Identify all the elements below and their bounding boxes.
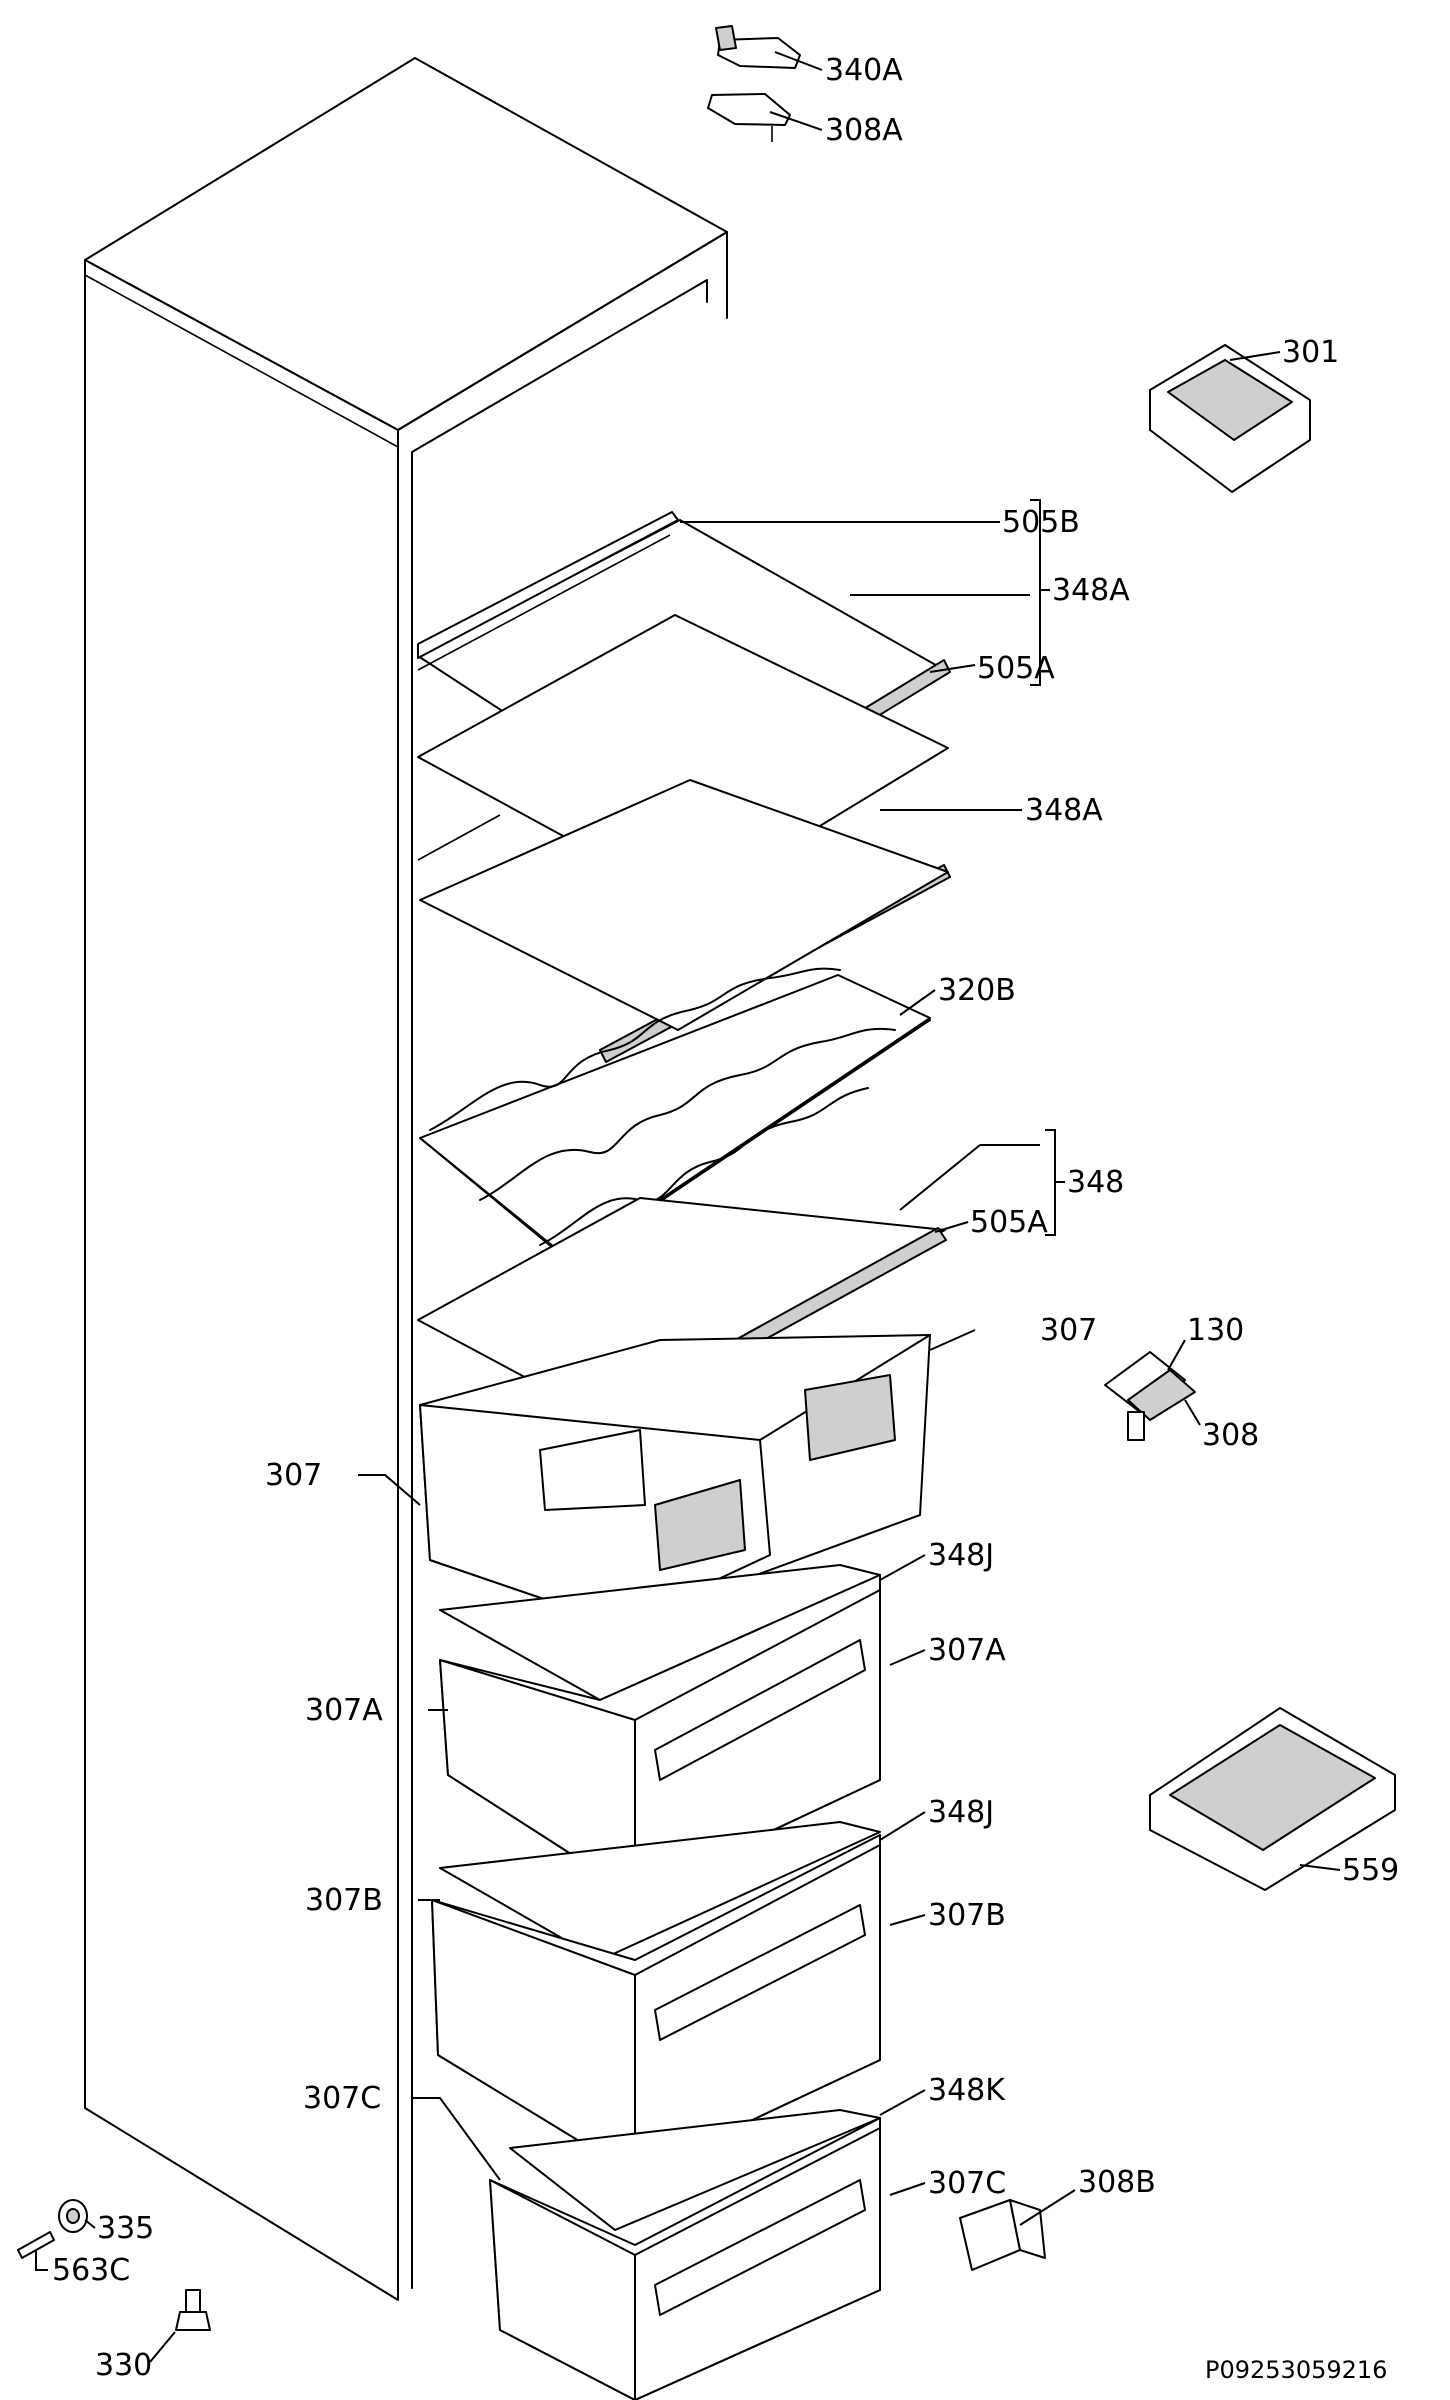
label-348k: 348K (928, 2073, 1006, 2108)
label-320b: 320B (938, 973, 1016, 1008)
label-348a-second: 348A (1025, 793, 1103, 828)
label-307a-right: 307A (928, 1633, 1006, 1668)
tray-559 (1149, 1707, 1396, 1891)
leader-lines (35, 51, 1341, 2363)
label-348j-top: 348J (928, 1538, 994, 1573)
label-307-left: 307 (265, 1458, 322, 1493)
wine-rack-320b (419, 967, 931, 1263)
label-505a-mid: 505A (970, 1205, 1048, 1240)
label-563c: 563C (52, 2253, 130, 2288)
label-340a: 340A (825, 53, 903, 88)
label-308a: 308A (825, 113, 903, 148)
label-505b: 505B (1002, 505, 1080, 540)
label-307-right: 307 (1040, 1313, 1097, 1348)
label-330: 330 (95, 2348, 152, 2383)
label-559: 559 (1342, 1853, 1399, 1888)
shelf-348j-bottom (439, 1821, 881, 1961)
drawer-307a (439, 1574, 881, 1896)
label-301: 301 (1282, 335, 1339, 370)
cabinet (84, 57, 728, 2301)
hinge-130-308 (1104, 1351, 1196, 1441)
label-505a-top: 505A (977, 651, 1055, 686)
label-307c-right: 307C (928, 2166, 1006, 2201)
label-307a-left: 307A (305, 1693, 383, 1728)
label-307c-left: 307C (303, 2081, 381, 2116)
label-348a-top: 348A (1052, 573, 1130, 608)
pin-563c (17, 2231, 55, 2259)
hinge-308b (959, 2199, 1046, 2271)
adjustable-foot-330 (175, 2289, 211, 2331)
label-348j-bottom: 348J (928, 1795, 994, 1830)
hinge-308a (707, 93, 791, 142)
label-348: 348 (1067, 1165, 1124, 1200)
label-308b: 308B (1078, 2165, 1156, 2200)
label-335: 335 (97, 2211, 154, 2246)
drawer-307b (431, 1834, 881, 2176)
drawer-307c (489, 2117, 881, 2400)
label-308: 308 (1202, 1418, 1259, 1453)
label-307b-right: 307B (928, 1898, 1006, 1933)
part-labels: 340A 308A 301 505B 348A 505A 348A 320B 3… (52, 53, 1399, 2384)
label-307b-left: 307B (305, 1883, 383, 1918)
label-130: 130 (1187, 1313, 1244, 1348)
hinge-cap-340a (715, 25, 801, 69)
shelf-348a-second (417, 614, 951, 1063)
foot-335 (58, 2199, 88, 2233)
ice-tray-301 (1149, 344, 1311, 493)
reference-code: P09253059216 (1205, 2356, 1387, 2384)
